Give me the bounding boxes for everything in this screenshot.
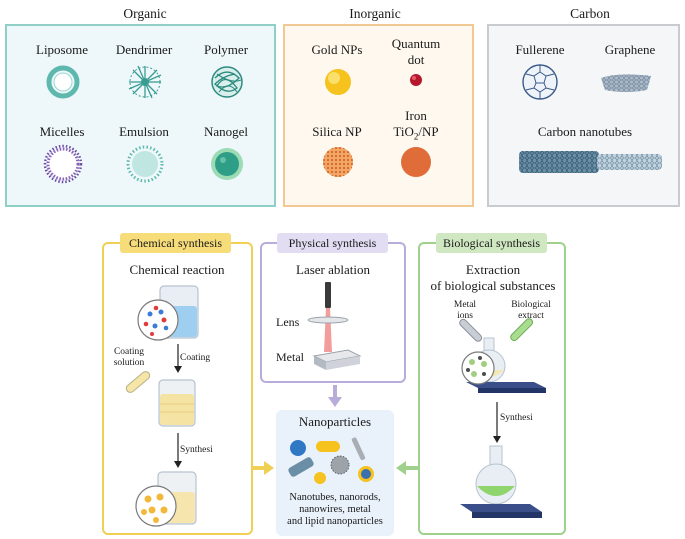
fullerene-icon — [522, 64, 558, 100]
micelle-icon — [43, 144, 83, 184]
micelles-label: Micelles — [39, 124, 85, 139]
beaker-product-icon — [135, 471, 197, 527]
quantum-dot-icon — [410, 74, 422, 86]
tio2-label: TiO2/NP — [393, 124, 439, 142]
arrow-biological-to-nanoparticles — [396, 461, 418, 475]
laser-ablation-label: Laser ablation — [296, 262, 370, 277]
organic-title: Organic — [123, 6, 167, 21]
synthesis-step-label-chemical: Synthesi — [180, 445, 213, 455]
test-tube-icon — [125, 371, 151, 393]
nanogel-icon — [211, 148, 243, 180]
arrow-synthesis-chemical — [174, 433, 182, 468]
arrow-physical-to-nanoparticles — [328, 385, 342, 407]
graphene-icon — [601, 74, 651, 92]
coating-step-label: Coating — [180, 353, 211, 363]
gold-nps-label: Gold NPs — [311, 42, 363, 57]
liposome-icon — [46, 65, 80, 99]
polymer-icon — [211, 66, 243, 98]
silica-nanoparticle-icon — [323, 147, 353, 177]
graphene-label: Graphene — [604, 42, 656, 57]
emulsion-icon — [126, 145, 164, 183]
dendrimer-label: Dendrimer — [115, 42, 173, 57]
carbon-nanotubes-label: Carbon nanotubes — [537, 124, 633, 139]
gold-nanoparticle-icon — [325, 69, 351, 95]
beaker-coating-icon — [158, 379, 196, 427]
biological-extract-tube-icon — [510, 318, 534, 342]
flask-green-icon — [460, 445, 542, 518]
chemical-reaction-label: Chemical reaction — [129, 262, 225, 277]
arrow-synthesis-biological — [493, 402, 501, 443]
inorganic-box — [283, 24, 474, 207]
lens-label: Lens — [276, 315, 300, 329]
dendrimer-icon — [128, 65, 162, 99]
carbon-box — [487, 24, 680, 207]
nanogel-label: Nanogel — [203, 124, 249, 139]
physical-synthesis-tag: Physical synthesis — [277, 233, 388, 253]
carbon-nanotube-icon — [519, 151, 662, 173]
extraction-label-2: of biological substances — [430, 278, 556, 293]
dot-label: dot — [407, 52, 425, 67]
carbon-title: Carbon — [570, 6, 610, 21]
iron-tio2-nanoparticle-icon — [401, 147, 431, 177]
synthesis-step-label-biological: Synthesi — [500, 413, 533, 423]
biological-synthesis-tag: Biological synthesis — [436, 233, 547, 253]
metal-label: Metal — [276, 350, 304, 364]
metal-ions-tube-icon — [459, 318, 483, 342]
polymer-label: Polymer — [203, 42, 249, 57]
laser-icon — [307, 282, 349, 352]
fullerene-label: Fullerene — [515, 42, 565, 57]
extraction-label-1: Extraction — [465, 262, 521, 277]
liposome-label: Liposome — [36, 42, 88, 57]
nanoparticles-title: Nanoparticles — [298, 414, 372, 429]
chemical-synthesis-tag: Chemical synthesis — [120, 233, 231, 253]
inorganic-title: Inorganic — [349, 6, 401, 21]
quantum-label: Quantum — [391, 36, 441, 51]
iron-label: Iron — [405, 108, 427, 123]
emulsion-label: Emulsion — [119, 124, 169, 139]
metal-block-icon — [312, 349, 362, 370]
arrow-chemical-to-nanoparticles — [252, 461, 274, 475]
flask-hotplate-icon — [461, 337, 546, 393]
silica-label: Silica NP — [312, 124, 362, 139]
arrow-coating — [174, 344, 182, 373]
nanoparticles-caption: Nanotubes, nanorods, nanowires, metal an… — [287, 492, 383, 527]
beaker-reaction-icon — [137, 285, 199, 341]
nanoparticles-icon — [288, 437, 374, 484]
